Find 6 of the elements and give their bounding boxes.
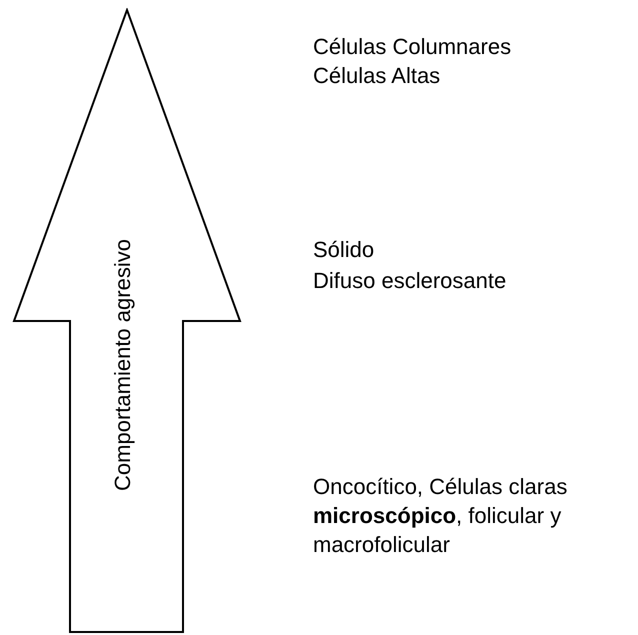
type-label: Sólido — [313, 236, 374, 264]
arrow-label: Comportamiento agresivo — [110, 239, 136, 491]
type-label: Células Altas — [313, 62, 440, 90]
type-label: Difuso esclerosante — [313, 267, 506, 295]
type-label: Células Columnares — [313, 33, 512, 61]
type-label: Oncocítico, Células claras microscópico, folicular y macrofolicular — [313, 473, 568, 559]
